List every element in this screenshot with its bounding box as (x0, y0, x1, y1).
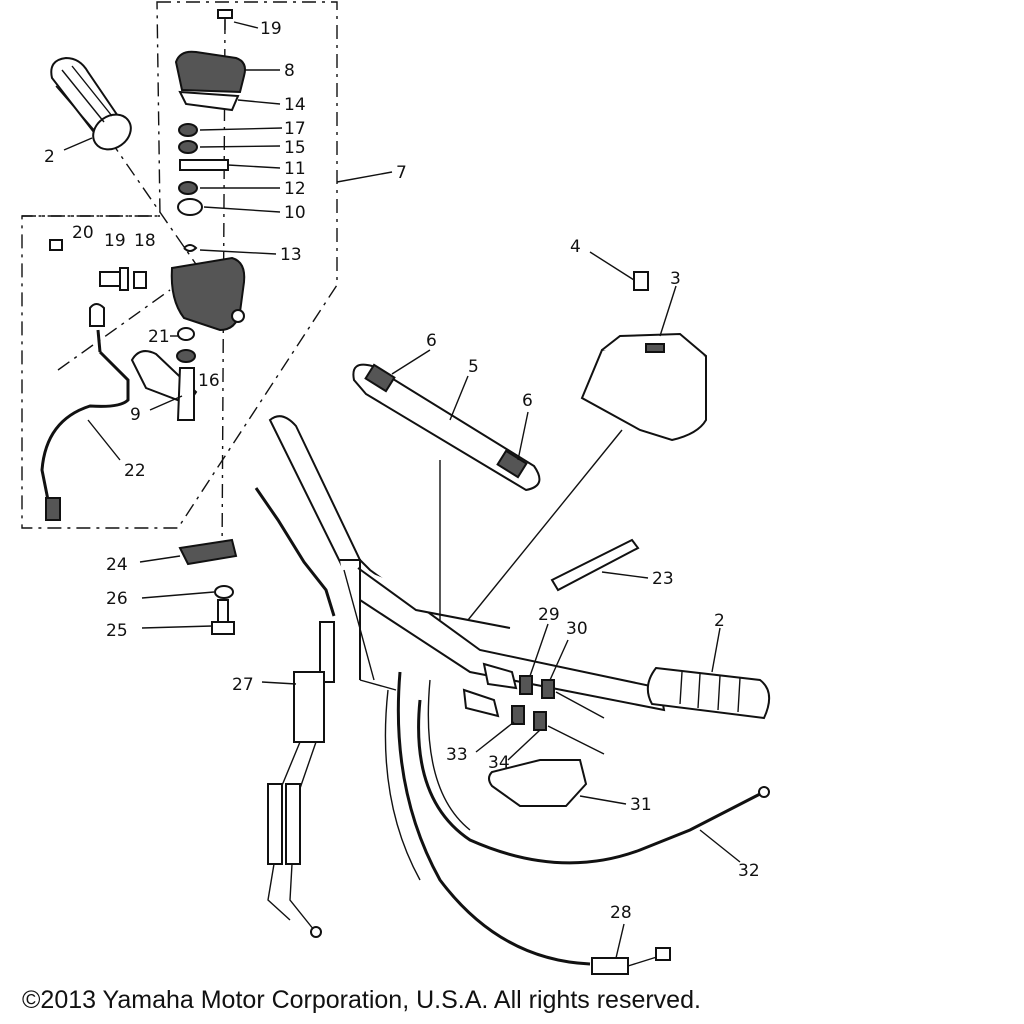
label-17: 17 (284, 119, 306, 139)
cable-32-end (758, 786, 770, 798)
label-33: 33 (446, 745, 468, 765)
copyright-notice: ©2013 Yamaha Motor Corporation, U.S.A. A… (22, 986, 701, 1014)
adjuster-33-34 (462, 688, 605, 755)
label-27: 27 (232, 675, 254, 695)
label-19-left: 19 (104, 231, 126, 251)
exploded-parts-diagram: 19 8 14 17 15 11 12 10 13 7 2 20 19 18 2… (21, 1, 771, 975)
lever-axis-line (57, 289, 171, 371)
throttle-cover (174, 50, 246, 112)
cable-22 (40, 350, 130, 501)
label-30: 30 (566, 619, 588, 639)
label-13: 13 (280, 245, 302, 265)
label-3: 3 (670, 269, 681, 289)
label-6-left: 6 (426, 331, 437, 351)
washer-16 (176, 349, 196, 363)
leader-lines (63, 21, 741, 959)
right-switch-housing (580, 332, 707, 442)
label-15: 15 (284, 138, 306, 158)
label-5: 5 (468, 357, 479, 377)
cable-22-end (45, 497, 61, 521)
label-12: 12 (284, 179, 306, 199)
washer-21 (177, 327, 195, 341)
label-20: 20 (72, 223, 94, 243)
throttle-lever (130, 350, 198, 421)
washer-26 (214, 585, 234, 599)
left-grip (50, 56, 132, 151)
screw-20 (49, 239, 63, 251)
label-8: 8 (284, 61, 295, 81)
label-21: 21 (148, 327, 170, 347)
screw-19-top (217, 9, 233, 30)
right-grip (646, 666, 771, 720)
washer-stack (177, 123, 229, 252)
label-26: 26 (106, 589, 128, 609)
throttle-housing (170, 256, 246, 332)
label-29: 29 (538, 605, 560, 625)
cable-27-body (267, 621, 335, 938)
cable-27 (254, 487, 336, 617)
label-19-top: 19 (260, 19, 282, 39)
label-23: 23 (652, 569, 674, 589)
label-6-right: 6 (522, 391, 533, 411)
adjuster-29-30 (482, 662, 605, 719)
label-9: 9 (130, 405, 141, 425)
bolt-19-left (99, 267, 129, 291)
nut-18 (133, 271, 147, 289)
clamp-24 (178, 538, 238, 566)
label-28: 28 (610, 903, 632, 923)
connector-28 (591, 947, 671, 975)
handlebar (268, 415, 666, 712)
cable-32 (417, 699, 761, 865)
label-16: 16 (198, 371, 220, 391)
bolt-25 (211, 599, 235, 635)
label-34: 34 (488, 753, 510, 773)
label-32: 32 (738, 861, 760, 881)
throttle-assembly-outline (21, 1, 338, 529)
lever-pivot (89, 303, 105, 353)
screw-4 (633, 271, 649, 291)
label-22: 22 (124, 461, 146, 481)
label-14: 14 (284, 95, 306, 115)
label-7: 7 (396, 163, 407, 183)
cable-tie (550, 538, 640, 592)
label-18: 18 (134, 231, 156, 251)
switch-31 (488, 759, 588, 807)
label-2-left: 2 (44, 147, 55, 167)
bar-pad (352, 363, 541, 492)
label-25: 25 (106, 621, 128, 641)
label-11: 11 (284, 159, 306, 179)
cable-28 (396, 671, 591, 966)
label-31: 31 (630, 795, 652, 815)
label-2-right: 2 (714, 611, 725, 631)
label-4: 4 (570, 237, 581, 257)
grip-axis-line (109, 139, 201, 271)
label-10: 10 (284, 203, 306, 223)
label-24: 24 (106, 555, 128, 575)
